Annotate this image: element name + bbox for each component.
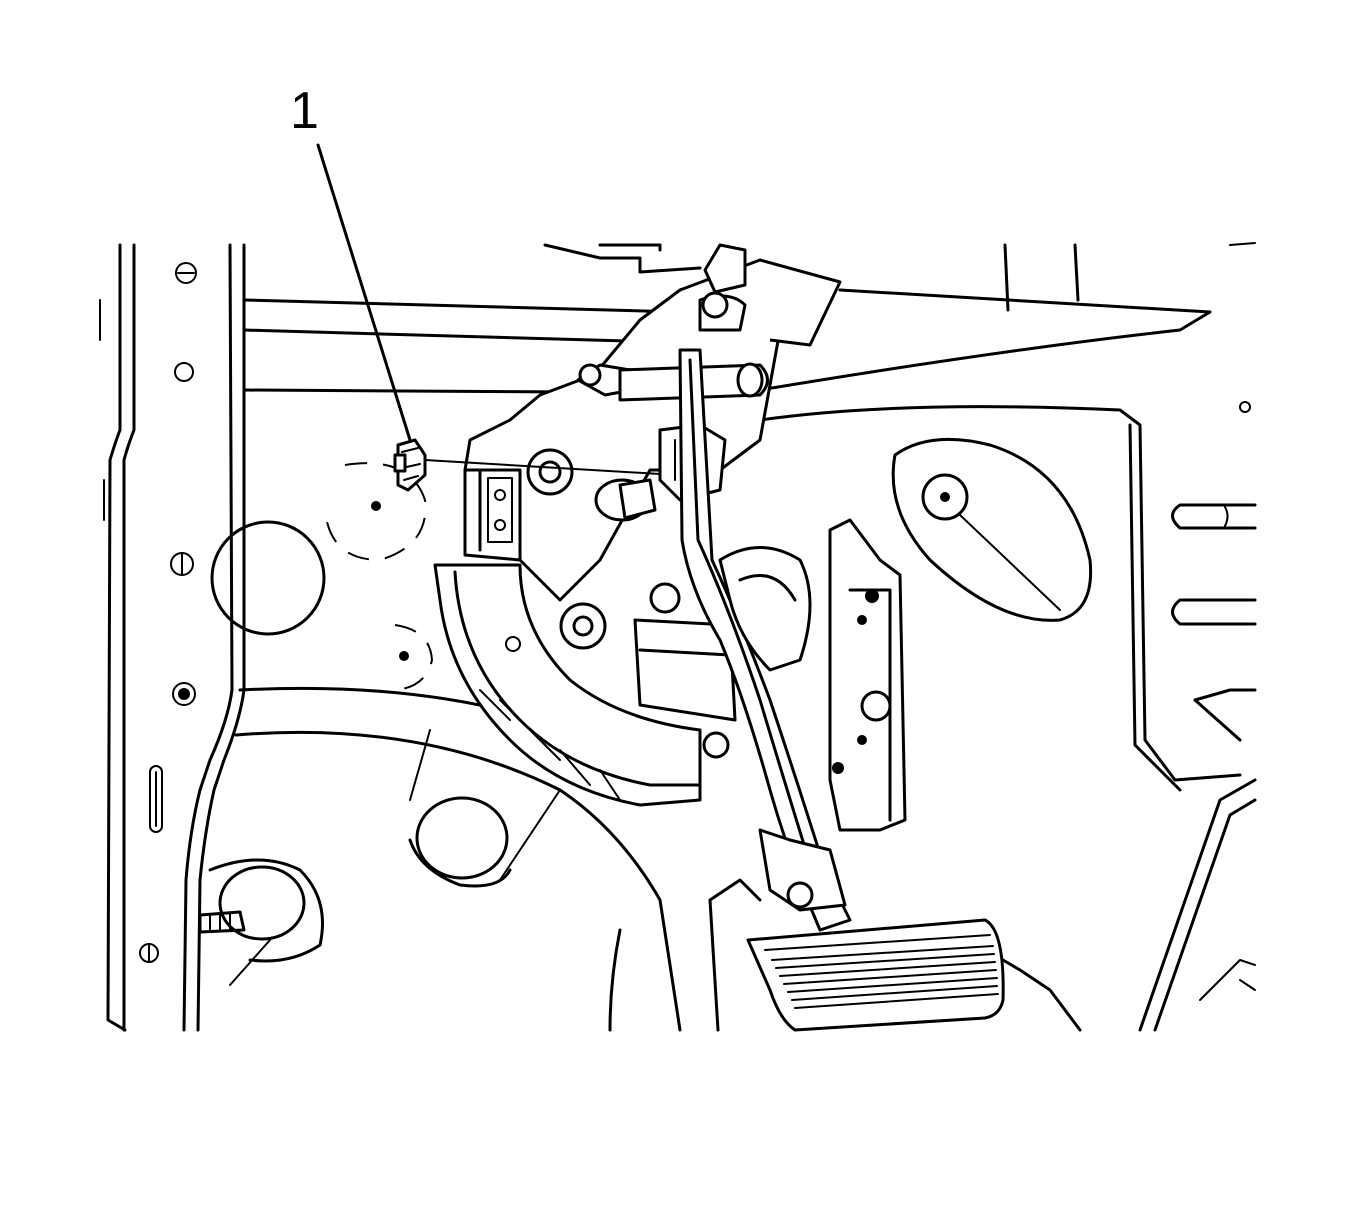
- brake-pedal-pad: [746, 918, 1082, 1032]
- callout-1-leader-line: [316, 143, 412, 442]
- pedal-position-sensor-connector: [393, 438, 661, 492]
- pedal-bracket: [463, 243, 842, 602]
- callout-1-label: 1: [290, 82, 319, 140]
- callout-1: 1: [290, 82, 412, 442]
- right-slots: [1171, 503, 1257, 626]
- floor-panel: [198, 686, 682, 1032]
- lower-shroud: [433, 563, 737, 807]
- brake-pedal-arm: [678, 348, 907, 932]
- left-pillar: [99, 243, 246, 1032]
- upper-crossmember: [242, 242, 1256, 792]
- right-lower-structure: [708, 688, 1257, 1032]
- right-access-hole: [891, 437, 1093, 622]
